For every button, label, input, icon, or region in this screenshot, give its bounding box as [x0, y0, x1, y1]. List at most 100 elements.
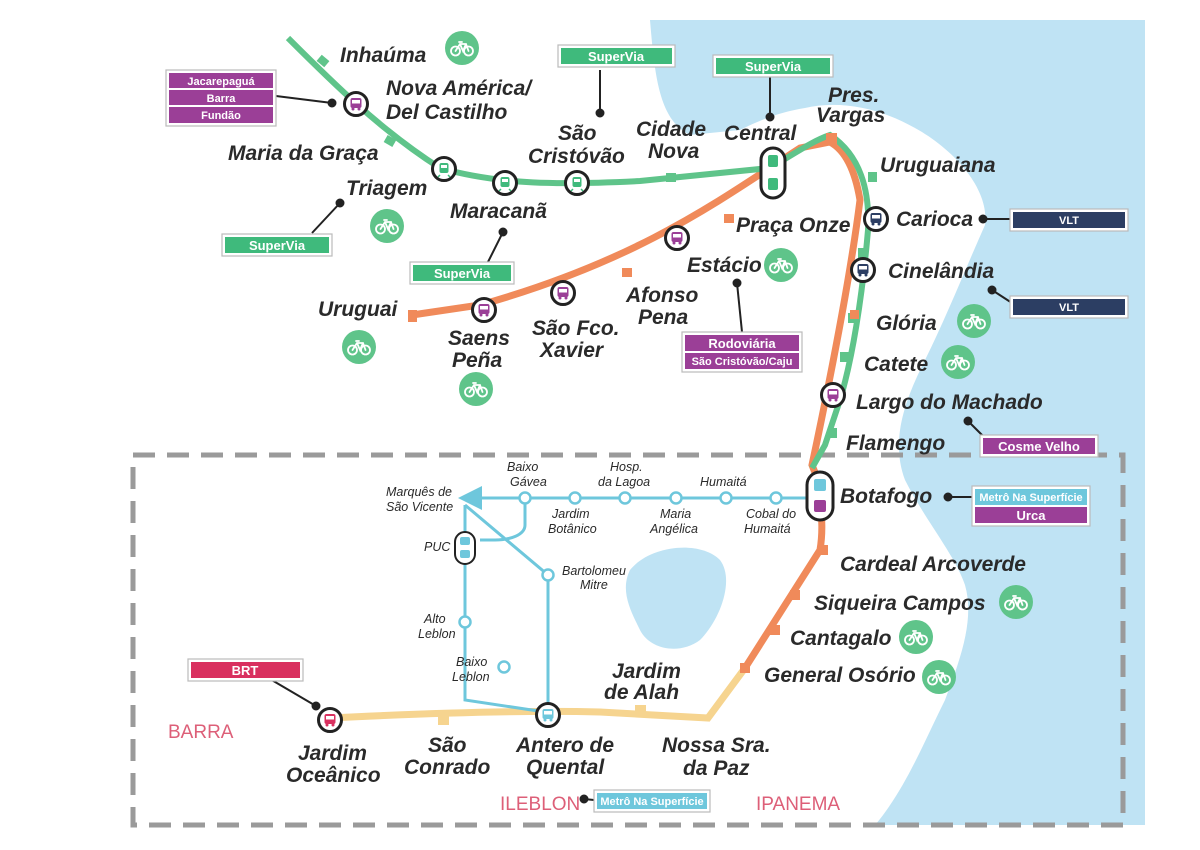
station-sao-fco-xavier[interactable] — [550, 280, 576, 306]
station-maracana[interactable] — [492, 170, 518, 196]
bike-icon — [458, 371, 494, 407]
label-saens-pena-2: Peña — [452, 349, 503, 372]
label-neighborhood-leblon: ILEBLON — [500, 794, 580, 815]
station-jardim-oceanico[interactable] — [317, 707, 343, 733]
label-pres-vargas-1: Pres. — [828, 84, 879, 107]
bike-icon — [444, 30, 480, 66]
line4-connections-label: Jacarepaguá Barra Fundão — [165, 69, 277, 127]
label-jardim-botanico-1: Jardim — [551, 507, 590, 521]
label-inhauma: Inhaúma — [340, 44, 427, 67]
label-sao-conrado-1: São — [428, 734, 467, 757]
station-largo-machado[interactable] — [820, 382, 846, 408]
station-central[interactable] — [759, 146, 787, 200]
station-nova-america[interactable] — [343, 91, 369, 117]
line2-route — [285, 35, 872, 470]
label-hosp-lagoa-2: da Lagoa — [598, 475, 650, 489]
label-cidade-nova-1: Cidade — [636, 118, 706, 141]
label-nossa-sra-2: da Paz — [683, 757, 750, 780]
station-antero-quental[interactable] — [535, 702, 561, 728]
label-uruguai: Uruguai — [318, 298, 399, 321]
label-alto-leblon-1: Alto — [423, 612, 446, 626]
label-antero-2: Quental — [526, 756, 605, 779]
station-botafogo[interactable] — [805, 470, 835, 522]
cosme-velho-label: Cosme Velho — [979, 434, 1099, 458]
label-antero-1: Antero de — [515, 734, 614, 757]
bike-icon — [763, 247, 799, 283]
label-estacio: Estácio — [687, 254, 762, 277]
station-saens-pena[interactable] — [471, 297, 497, 323]
svg-text:BRT: BRT — [232, 663, 259, 678]
label-bartolomeu-1: Bartolomeu — [562, 564, 626, 578]
label-sao-conrado-2: Conrado — [404, 756, 491, 779]
station-carioca[interactable] — [863, 206, 889, 232]
svg-text:SuperVia: SuperVia — [249, 238, 306, 253]
bike-icon — [940, 344, 976, 380]
station-cinelandia[interactable] — [850, 257, 876, 283]
station-triagem-junction[interactable] — [431, 156, 457, 182]
metro-superficie-label: Metrô Na Superfície — [593, 789, 711, 813]
bike-icon — [998, 584, 1034, 620]
supervia-label-2: SuperVia — [712, 54, 834, 78]
label-gloria: Glória — [876, 312, 937, 335]
bike-icon — [369, 208, 405, 244]
label-largo-machado: Largo do Machado — [856, 391, 1043, 414]
svg-text:VLT: VLT — [1059, 215, 1079, 227]
surface-stops — [458, 491, 783, 674]
svg-text:SuperVia: SuperVia — [434, 266, 491, 281]
label-neighborhood-ipanema: IPANEMA — [756, 794, 840, 815]
line4-ticks — [438, 705, 646, 725]
label-botafogo: Botafogo — [840, 485, 932, 508]
label-cinelandia: Cinelândia — [888, 260, 995, 283]
label-puc: PUC — [424, 540, 451, 554]
svg-text:Urca: Urca — [1017, 508, 1047, 523]
label-pres-vargas-2: Vargas — [816, 104, 885, 127]
label-jardim-botanico-2: Botânico — [548, 522, 597, 536]
bike-icon — [898, 619, 934, 655]
label-cobal-2: Humaitá — [744, 522, 791, 536]
label-marques-2: São Vicente — [386, 500, 453, 514]
label-baixo-gavea-2: Gávea — [510, 475, 547, 489]
bike-icon — [956, 303, 992, 339]
line4-route — [329, 665, 748, 722]
brt-label: BRT — [187, 658, 304, 682]
svg-text:VLT: VLT — [1059, 302, 1079, 314]
label-triagem: Triagem — [346, 177, 427, 200]
vlt-label-1: VLT — [1009, 208, 1129, 232]
label-alto-leblon-2: Leblon — [418, 627, 456, 641]
label-baixo-gavea-1: Baixo — [507, 460, 538, 474]
svg-text:Barra: Barra — [207, 93, 237, 105]
label-baixo-leblon-2: Leblon — [452, 670, 490, 684]
leader-lines — [269, 70, 1013, 804]
svg-text:Rodoviária: Rodoviária — [708, 336, 776, 351]
zone-border — [130, 452, 1126, 828]
bike-icon — [341, 329, 377, 365]
label-marques-1: Marquês de — [386, 485, 452, 499]
puc-station[interactable] — [454, 531, 476, 565]
station-praca-onze[interactable] — [664, 225, 690, 251]
label-jardim-alah-2: de Alah — [604, 681, 679, 704]
svg-text:Metrô Na Superfície: Metrô Na Superfície — [600, 796, 703, 808]
label-siqueira-campos: Siqueira Campos — [814, 592, 986, 615]
botafogo-connections-label: Metrô Na Superfície Urca — [971, 485, 1091, 527]
supervia-label-1: SuperVia — [557, 44, 676, 68]
label-jardim-oceanico-2: Oceânico — [286, 764, 381, 787]
label-humaita: Humaitá — [700, 475, 747, 489]
label-sao-fco-xavier-1: São Fco. — [532, 317, 620, 340]
svg-text:SuperVia: SuperVia — [588, 49, 645, 64]
bike-icon — [921, 659, 957, 695]
svg-text:Metrô Na Superfície: Metrô Na Superfície — [979, 492, 1082, 504]
label-flamengo: Flamengo — [846, 432, 945, 455]
supervia-label-4: SuperVia — [409, 261, 515, 285]
label-uruguaiana: Uruguaiana — [880, 154, 996, 177]
label-neighborhood-barra: BARRA — [168, 722, 234, 743]
label-cobal-1: Cobal do — [746, 507, 796, 521]
label-cardeal-arcoverde: Cardeal Arcoverde — [840, 553, 1026, 576]
vlt-label-2: VLT — [1009, 295, 1129, 319]
label-bartolomeu-2: Mitre — [580, 578, 608, 592]
label-nova-america-2: Del Castilho — [386, 101, 508, 124]
station-sao-cristovao[interactable] — [564, 170, 590, 196]
label-maria-da-graca: Maria da Graça — [228, 142, 379, 165]
label-afonso-pena-2: Pena — [638, 306, 689, 329]
